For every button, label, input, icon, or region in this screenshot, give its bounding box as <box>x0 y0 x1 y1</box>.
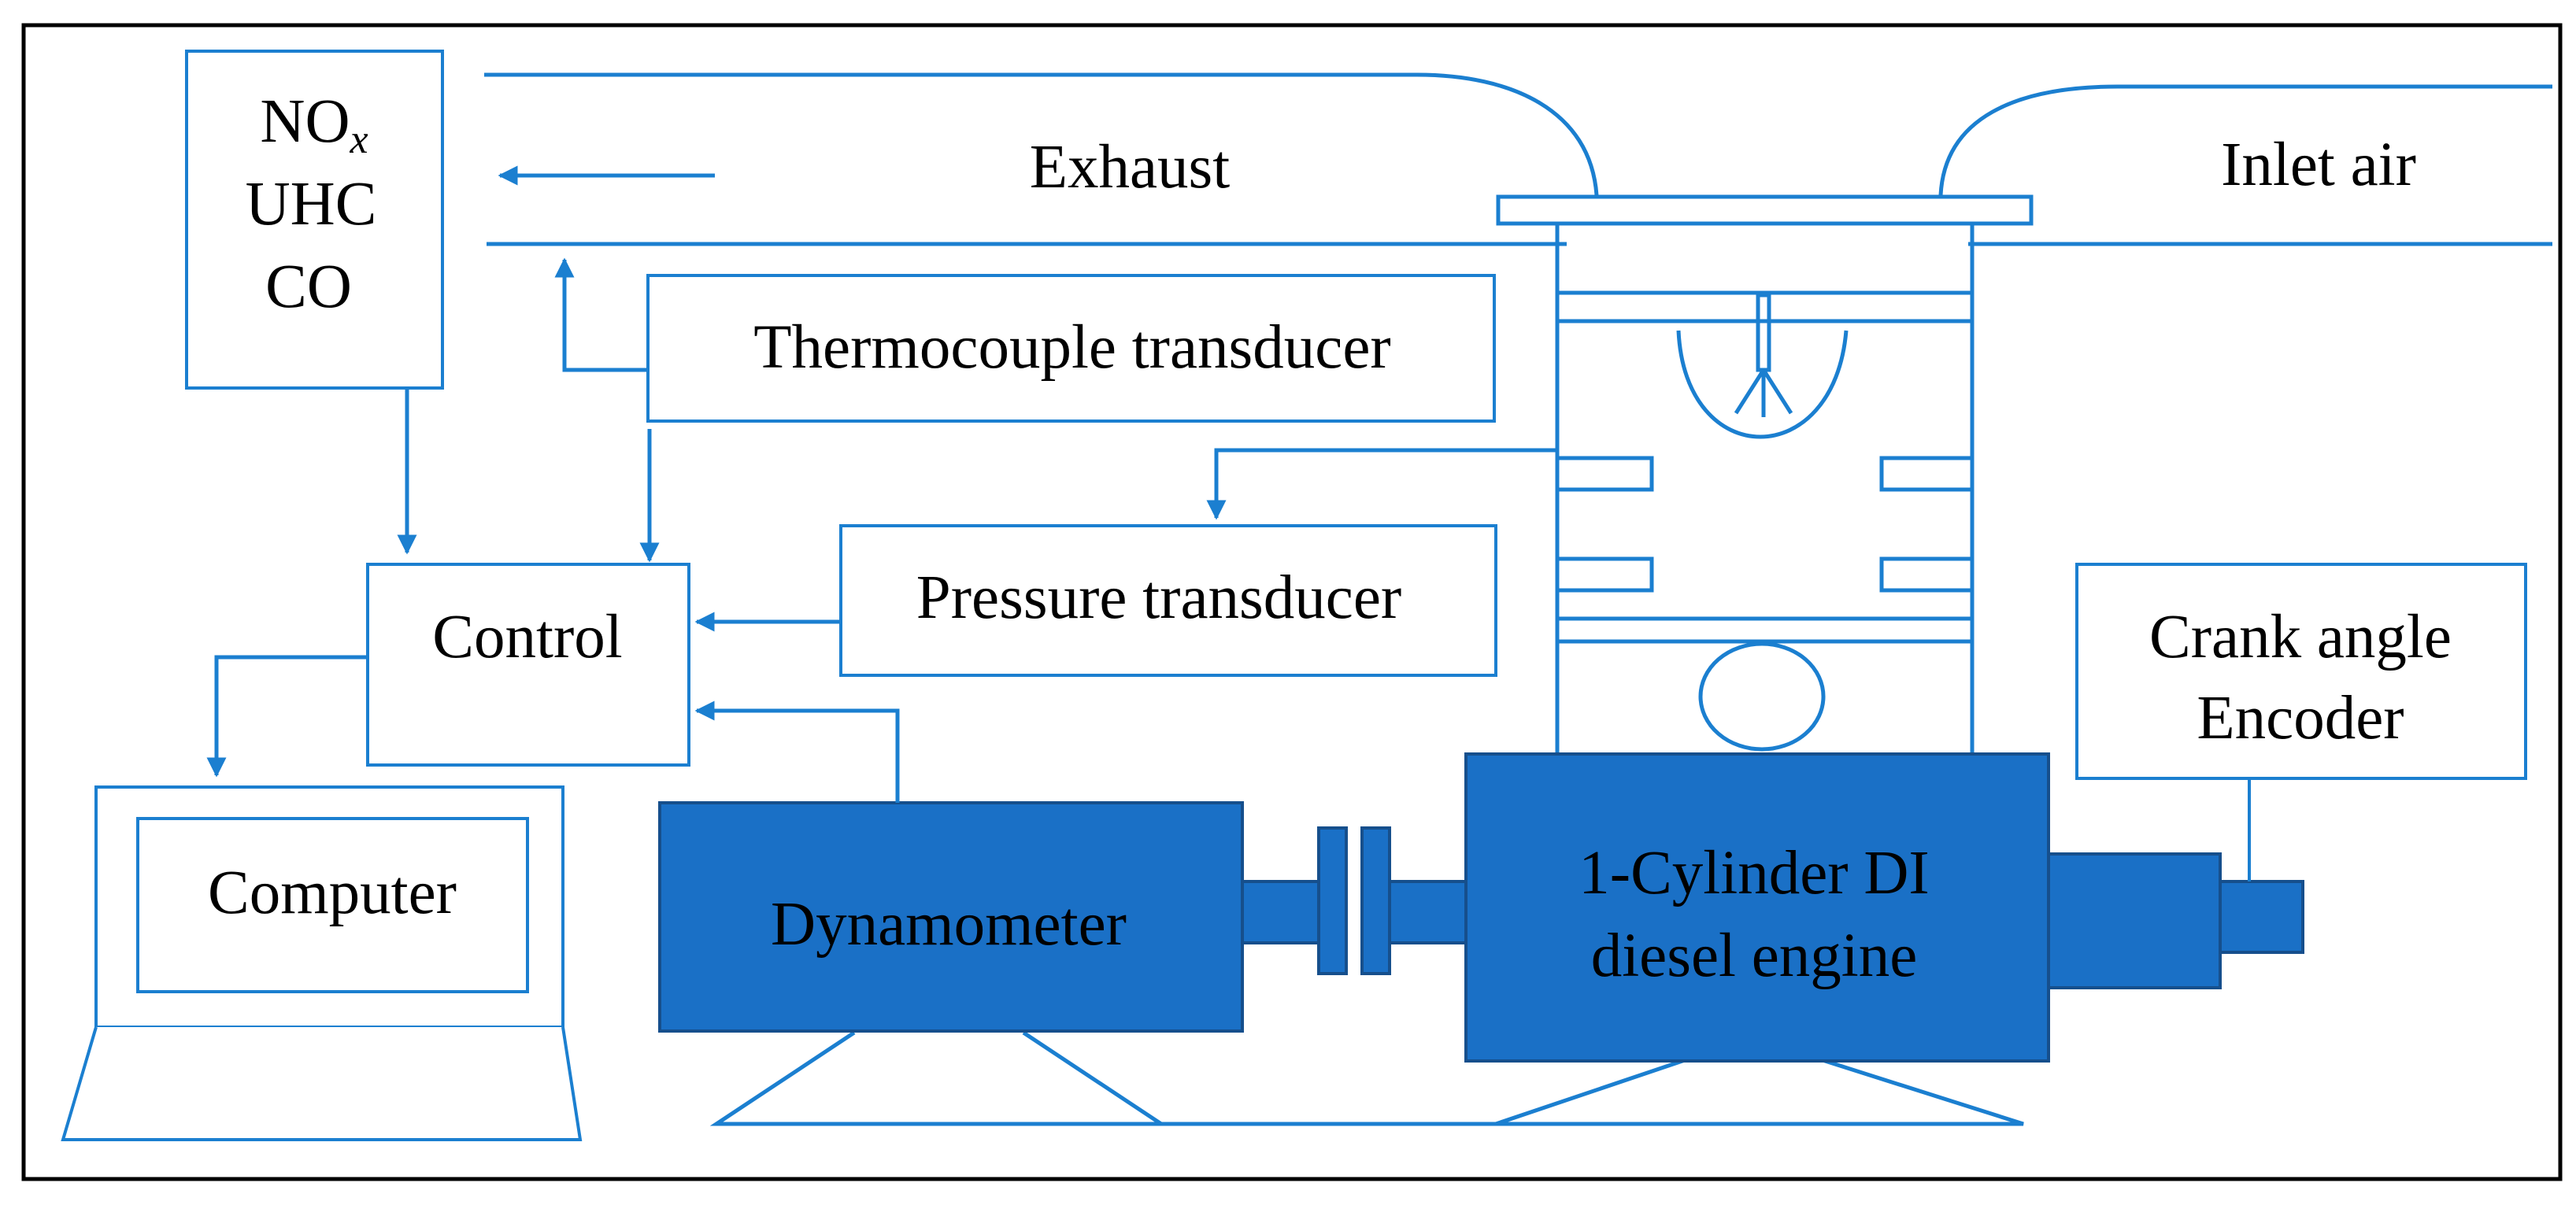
engine-to-pressure-arrow <box>1206 448 1557 520</box>
computer-keyboard <box>61 1026 583 1141</box>
piston-pin <box>1698 641 1826 752</box>
cylinder-assembly <box>1496 194 2034 756</box>
crank-encoder-box <box>2075 563 2527 780</box>
control-box <box>366 563 690 767</box>
inlet-duct <box>1938 84 2552 246</box>
thermocouple-label: Thermocouple transducer <box>753 313 1390 382</box>
engine-label-line1: 1-Cylinder DI <box>1579 839 1929 907</box>
coupling-left <box>1317 826 1348 975</box>
encoder-label: Encoder <box>2197 684 2404 752</box>
dyno-to-control-arrow <box>694 700 900 803</box>
pressure-box <box>839 524 1497 677</box>
drive-train <box>658 752 2304 1063</box>
injector-spray <box>1734 368 1793 417</box>
engine-block <box>1464 752 2050 1063</box>
gas-analyzer-box <box>185 50 444 390</box>
crank-shaft-end <box>2219 880 2304 954</box>
crank-angle-label: Crank angle <box>2149 603 2452 671</box>
co-label: CO <box>265 253 352 321</box>
piston-ring-left-upper <box>1555 456 1654 492</box>
thermocouple-to-exhaust-arrow <box>554 257 648 372</box>
engine-label-line2: diesel engine <box>1591 922 1918 990</box>
thermocouple-box <box>646 274 1496 423</box>
dynamometer-label: Dynamometer <box>771 890 1127 959</box>
nox-subscript: x <box>350 117 368 162</box>
piston-ring-right-upper <box>1879 456 1975 492</box>
uhc-label: UHC <box>246 170 377 238</box>
inlet-air-label: Inlet air <box>2221 131 2416 199</box>
exhaust-duct <box>484 72 1599 246</box>
piston-ring-right-lower <box>1879 556 1975 593</box>
nox-label: NOx <box>260 87 368 162</box>
engine-shaft <box>1388 880 1470 944</box>
exhaust-label: Exhaust <box>1030 133 1231 201</box>
outer-frame <box>21 23 2563 1181</box>
pressure-label: Pressure transducer <box>916 564 1401 632</box>
combustion-bowl <box>1676 330 1849 439</box>
machine-bases <box>709 1030 2024 1126</box>
coupling-right <box>1360 826 1391 975</box>
computer-screen-inner <box>136 817 529 993</box>
fuel-injector <box>1756 293 1771 372</box>
cylinder-head-plate <box>1496 194 2034 226</box>
control-label: Control <box>432 603 622 671</box>
control-to-computer-arrow <box>206 655 368 778</box>
piston-ring-left-lower <box>1555 556 1654 593</box>
computer-label: Computer <box>208 859 457 927</box>
dyno-shaft <box>1241 880 1323 944</box>
dynamometer-block <box>658 801 1244 1033</box>
crank-shaft-housing <box>2047 852 2222 989</box>
